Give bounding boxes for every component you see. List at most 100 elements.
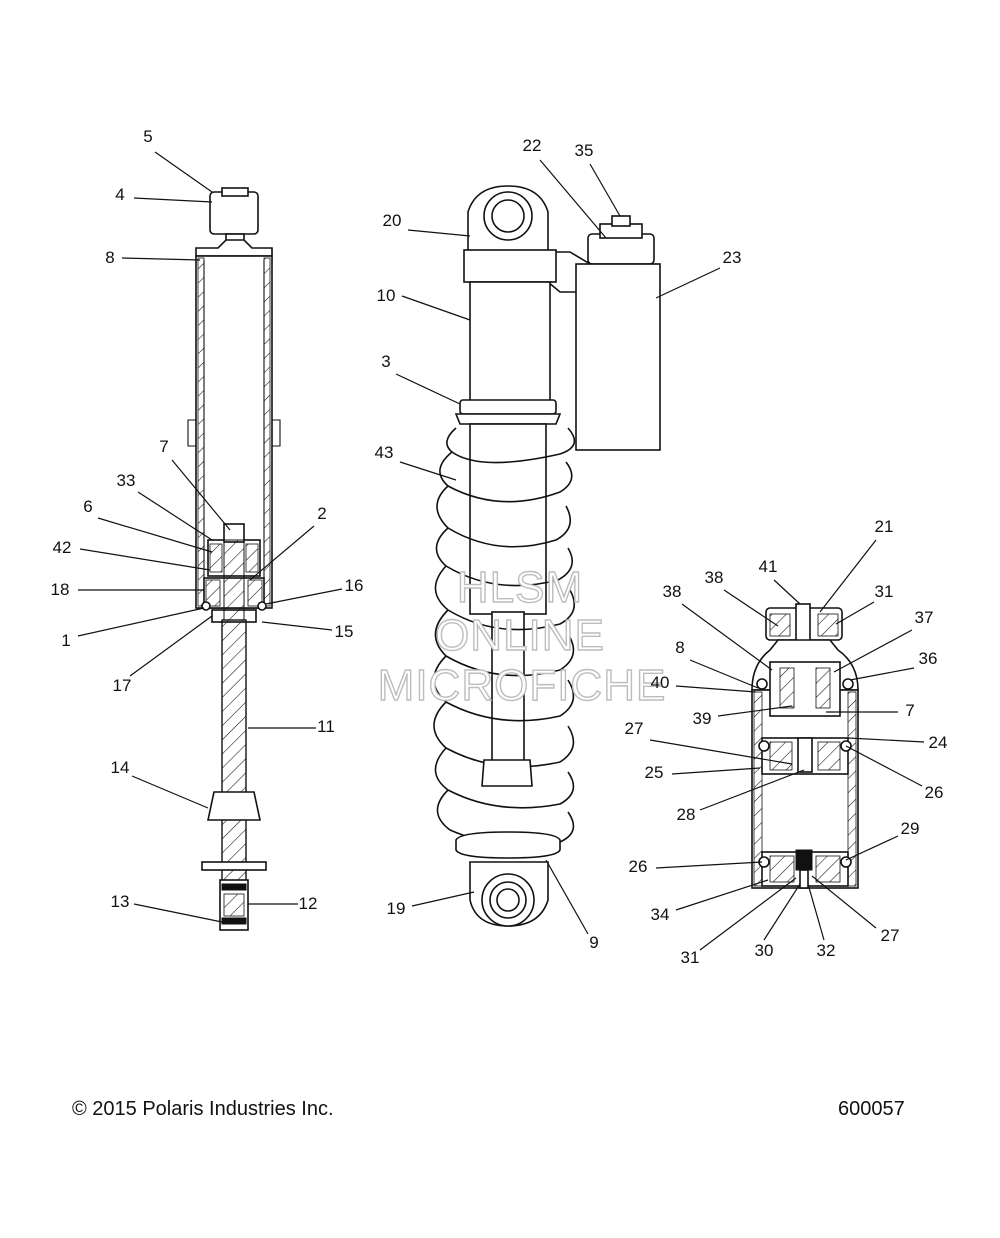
callout-28: 28 bbox=[677, 805, 696, 824]
callout-31: 31 bbox=[875, 582, 894, 601]
leader-line-31 bbox=[835, 601, 875, 625]
callout-7: 7 bbox=[905, 701, 914, 720]
callout-32: 32 bbox=[817, 941, 836, 960]
valve-stem bbox=[795, 603, 811, 643]
copyright-notice: © 2015 Polaris Industries Inc. bbox=[72, 1098, 334, 1120]
leader-line-27 bbox=[811, 875, 877, 929]
watermark-line-2: ONLINE bbox=[435, 611, 605, 660]
leader-line-23 bbox=[655, 267, 721, 299]
spring-retainer bbox=[455, 831, 561, 859]
leader-line-24 bbox=[847, 737, 925, 743]
leader-line-21 bbox=[819, 539, 877, 613]
callout-14: 14 bbox=[111, 758, 130, 777]
leader-line-28 bbox=[699, 769, 805, 811]
watermark-line-1: HLSM bbox=[457, 563, 583, 612]
callout-11: 11 bbox=[317, 717, 335, 736]
callout-39: 39 bbox=[693, 709, 712, 728]
schrader-valve bbox=[611, 215, 631, 227]
callout-23: 23 bbox=[723, 248, 742, 267]
jounce-bumper bbox=[481, 759, 533, 787]
leader-line-26 bbox=[845, 745, 923, 787]
callout-36: 36 bbox=[919, 649, 938, 668]
callout-8: 8 bbox=[675, 638, 684, 657]
leader-line-33 bbox=[137, 491, 213, 541]
callout-7: 7 bbox=[159, 437, 168, 456]
leader-line-39 bbox=[717, 705, 793, 717]
leader-line-14 bbox=[131, 775, 209, 809]
callout-26: 26 bbox=[925, 783, 944, 802]
callout-16: 16 bbox=[345, 576, 364, 595]
leader-line-3 bbox=[395, 373, 461, 405]
callout-20: 20 bbox=[383, 211, 402, 230]
leader-line-43 bbox=[399, 461, 457, 481]
leader-line-4 bbox=[133, 197, 213, 203]
leader-line-38 bbox=[723, 589, 779, 627]
top-cap bbox=[221, 187, 249, 197]
watermark: HLSM ONLINE MICROFICHE bbox=[377, 562, 667, 710]
body-lower bbox=[469, 423, 547, 615]
leader-line-32 bbox=[807, 883, 825, 941]
callout-30: 30 bbox=[755, 941, 774, 960]
lower-retainer bbox=[201, 861, 267, 871]
callout-37: 37 bbox=[915, 608, 934, 627]
callout-12: 12 bbox=[299, 894, 318, 913]
top-bushing bbox=[209, 191, 259, 235]
callout-4: 4 bbox=[115, 185, 124, 204]
watermark-line-3: MICROFICHE bbox=[378, 661, 667, 710]
callout-9: 9 bbox=[589, 933, 598, 952]
figure-number: 600057 bbox=[838, 1098, 905, 1120]
leader-line-9 bbox=[545, 859, 589, 935]
leader-line-29 bbox=[845, 835, 899, 861]
callout-22: 22 bbox=[523, 136, 542, 155]
leader-line-7 bbox=[171, 459, 231, 531]
callout-29: 29 bbox=[901, 819, 920, 838]
callout-6: 6 bbox=[83, 497, 92, 516]
bottom-out-bumper bbox=[207, 791, 261, 821]
callout-27: 27 bbox=[881, 926, 900, 945]
leader-line-37 bbox=[833, 629, 913, 673]
shaft bbox=[221, 619, 247, 883]
callout-42: 42 bbox=[53, 538, 72, 557]
leader-line-8 bbox=[689, 659, 759, 689]
callout-34: 34 bbox=[651, 905, 670, 924]
callout-17: 17 bbox=[113, 676, 132, 695]
callout-41: 41 bbox=[759, 557, 778, 576]
reservoir bbox=[575, 263, 661, 451]
callout-1: 1 bbox=[61, 631, 70, 650]
leader-line-17 bbox=[129, 615, 213, 677]
leader-line-16 bbox=[265, 588, 343, 605]
leader-line-13 bbox=[133, 903, 223, 923]
callout-40: 40 bbox=[651, 673, 670, 692]
leader-line-25 bbox=[671, 767, 761, 775]
leader-line-41 bbox=[773, 579, 801, 605]
callout-43: 43 bbox=[375, 443, 394, 462]
leader-line-10 bbox=[401, 295, 471, 321]
callout-31: 31 bbox=[681, 948, 700, 967]
leader-line-20 bbox=[407, 229, 471, 237]
leader-line-26 bbox=[655, 861, 763, 869]
callout-18: 18 bbox=[51, 580, 70, 599]
leader-line-36 bbox=[849, 667, 915, 681]
leader-line-35 bbox=[589, 163, 621, 217]
leader-line-27 bbox=[649, 739, 793, 765]
callout-33: 33 bbox=[117, 471, 136, 490]
body-cap bbox=[195, 239, 273, 257]
leader-line-30 bbox=[763, 883, 801, 941]
leader-line-6 bbox=[97, 517, 213, 553]
center-assembled-view bbox=[433, 185, 661, 927]
callout-8: 8 bbox=[105, 248, 114, 267]
leader-line-15 bbox=[261, 621, 333, 631]
callout-38: 38 bbox=[705, 568, 724, 587]
leader-line-34 bbox=[675, 879, 769, 911]
callout-13: 13 bbox=[111, 892, 130, 911]
callout-2: 2 bbox=[317, 504, 326, 523]
preload-collar bbox=[459, 399, 557, 415]
callout-24: 24 bbox=[929, 733, 948, 752]
leader-line-40 bbox=[675, 685, 757, 693]
right-reservoir-section bbox=[751, 603, 859, 889]
left-section-view bbox=[187, 187, 281, 931]
body-head bbox=[463, 249, 557, 283]
leader-lines bbox=[77, 151, 925, 951]
leader-line-1 bbox=[77, 607, 205, 637]
